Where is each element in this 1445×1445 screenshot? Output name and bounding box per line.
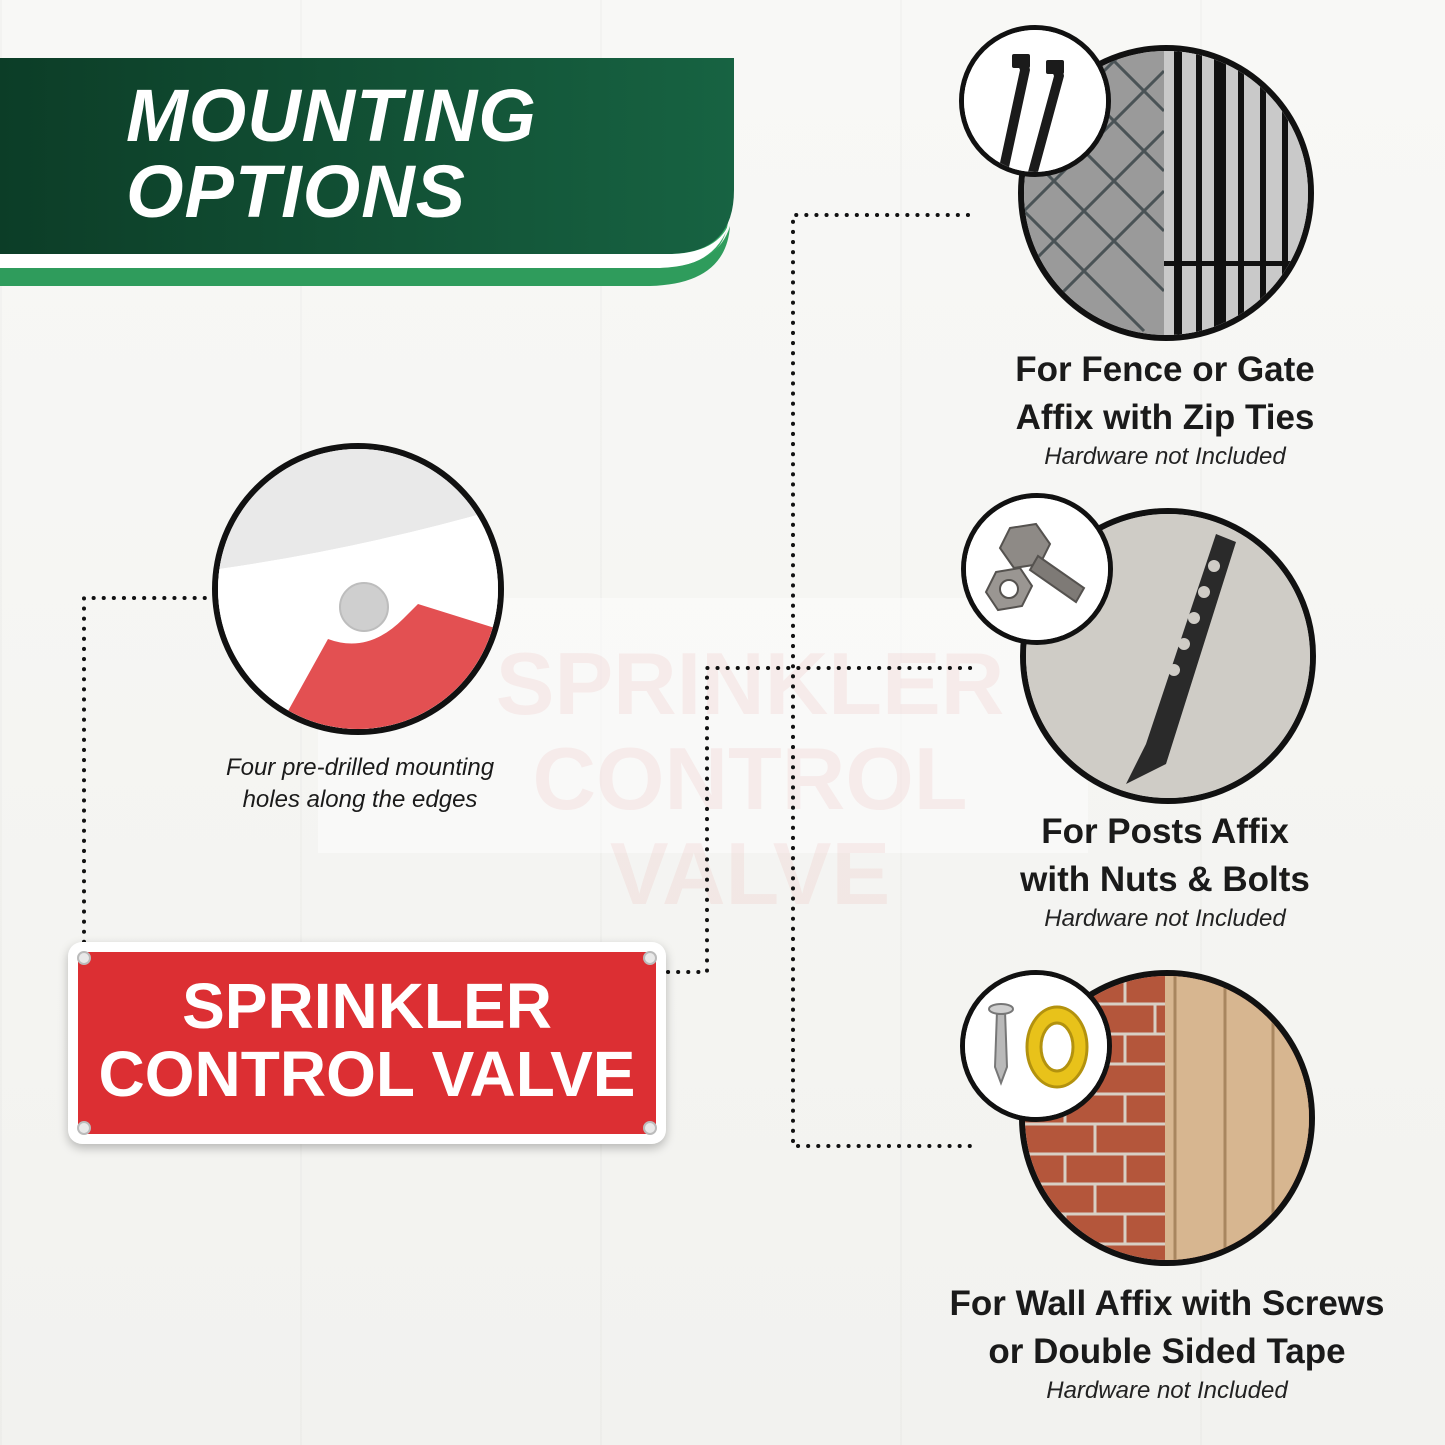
option-posts: For Posts Affix with Nuts & Bolts Hardwa… (1020, 812, 1310, 932)
screw-tape-icon (965, 975, 1107, 1117)
title-banner: MOUNTING OPTIONS (0, 0, 760, 300)
option-wall: For Wall Affix with Screws or Double Sid… (949, 1284, 1385, 1404)
sign-hole-bottom-left (77, 1121, 91, 1135)
zip-ties-inset (959, 25, 1111, 177)
zip-ties-icon (964, 30, 1106, 172)
sign-face (78, 952, 656, 1134)
mounting-hole-detail (212, 443, 504, 735)
screw-tape-inset (960, 970, 1112, 1122)
metal-post-illustration (1026, 514, 1310, 798)
sign-hole-top-right (643, 951, 657, 965)
mounting-holes-caption: Four pre-drilled mounting holes along th… (225, 754, 495, 813)
option-fence-gate: For Fence or Gate Affix with Zip Ties Ha… (1015, 350, 1315, 470)
sign-hole-bottom-right (643, 1121, 657, 1135)
sign-product: SPRINKLER CONTROL VALVE (68, 942, 666, 1144)
sign-text: SPRINKLER CONTROL VALVE (98, 970, 636, 1110)
mounting-hole-illustration (218, 449, 498, 729)
sign-hole-top-left (77, 951, 91, 965)
banner-shape (0, 58, 734, 286)
nut-bolt-inset (961, 493, 1113, 645)
nut-bolt-icon (966, 498, 1108, 640)
page-title: MOUNTING OPTIONS (126, 74, 537, 233)
